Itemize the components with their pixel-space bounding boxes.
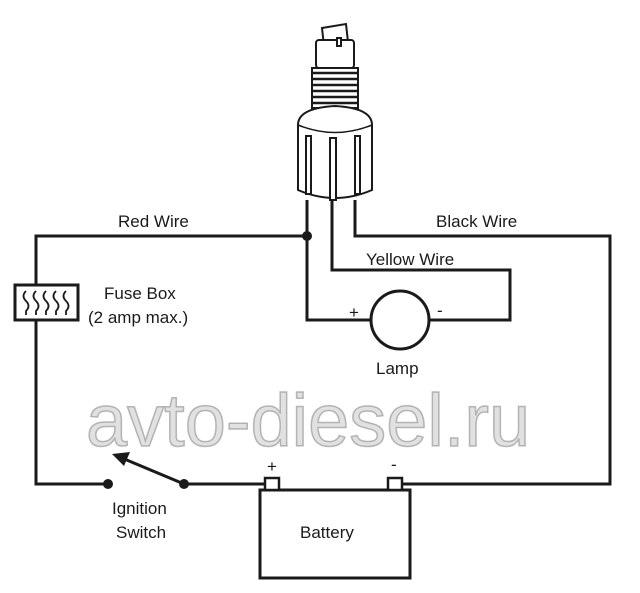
watermark: avto-diesel.ru	[86, 379, 530, 462]
battery-label: Battery	[300, 523, 354, 542]
wires	[34, 200, 612, 486]
fuse-rating-label: (2 amp max.)	[88, 308, 188, 327]
battery-minus-label: -	[391, 455, 397, 474]
lamp-plus-wire	[305, 236, 370, 322]
red-wire	[34, 200, 309, 288]
battery	[258, 476, 412, 580]
lamp-plus-label: +	[349, 303, 359, 322]
battery-plus-label: +	[267, 457, 277, 476]
yellow-wire-label: Yellow Wire	[366, 250, 454, 269]
ignition-label: Ignition	[112, 499, 167, 518]
fuse-box	[13, 283, 80, 322]
lamp-minus-label: -	[437, 301, 443, 320]
black-wire	[353, 200, 612, 486]
switch-label: Switch	[116, 523, 166, 542]
black-wire-label: Black Wire	[436, 212, 517, 231]
fuse-box-label: Fuse Box	[104, 284, 176, 303]
sensor-unit	[297, 22, 373, 201]
junction-dot	[302, 231, 312, 241]
lamp-symbol	[369, 289, 431, 351]
yellow-wire	[330, 200, 512, 322]
ignition-switch	[103, 452, 189, 489]
lamp-label: Lamp	[376, 359, 419, 378]
red-wire-label: Red Wire	[118, 212, 189, 231]
fuse-to-switch-wire	[34, 318, 108, 486]
